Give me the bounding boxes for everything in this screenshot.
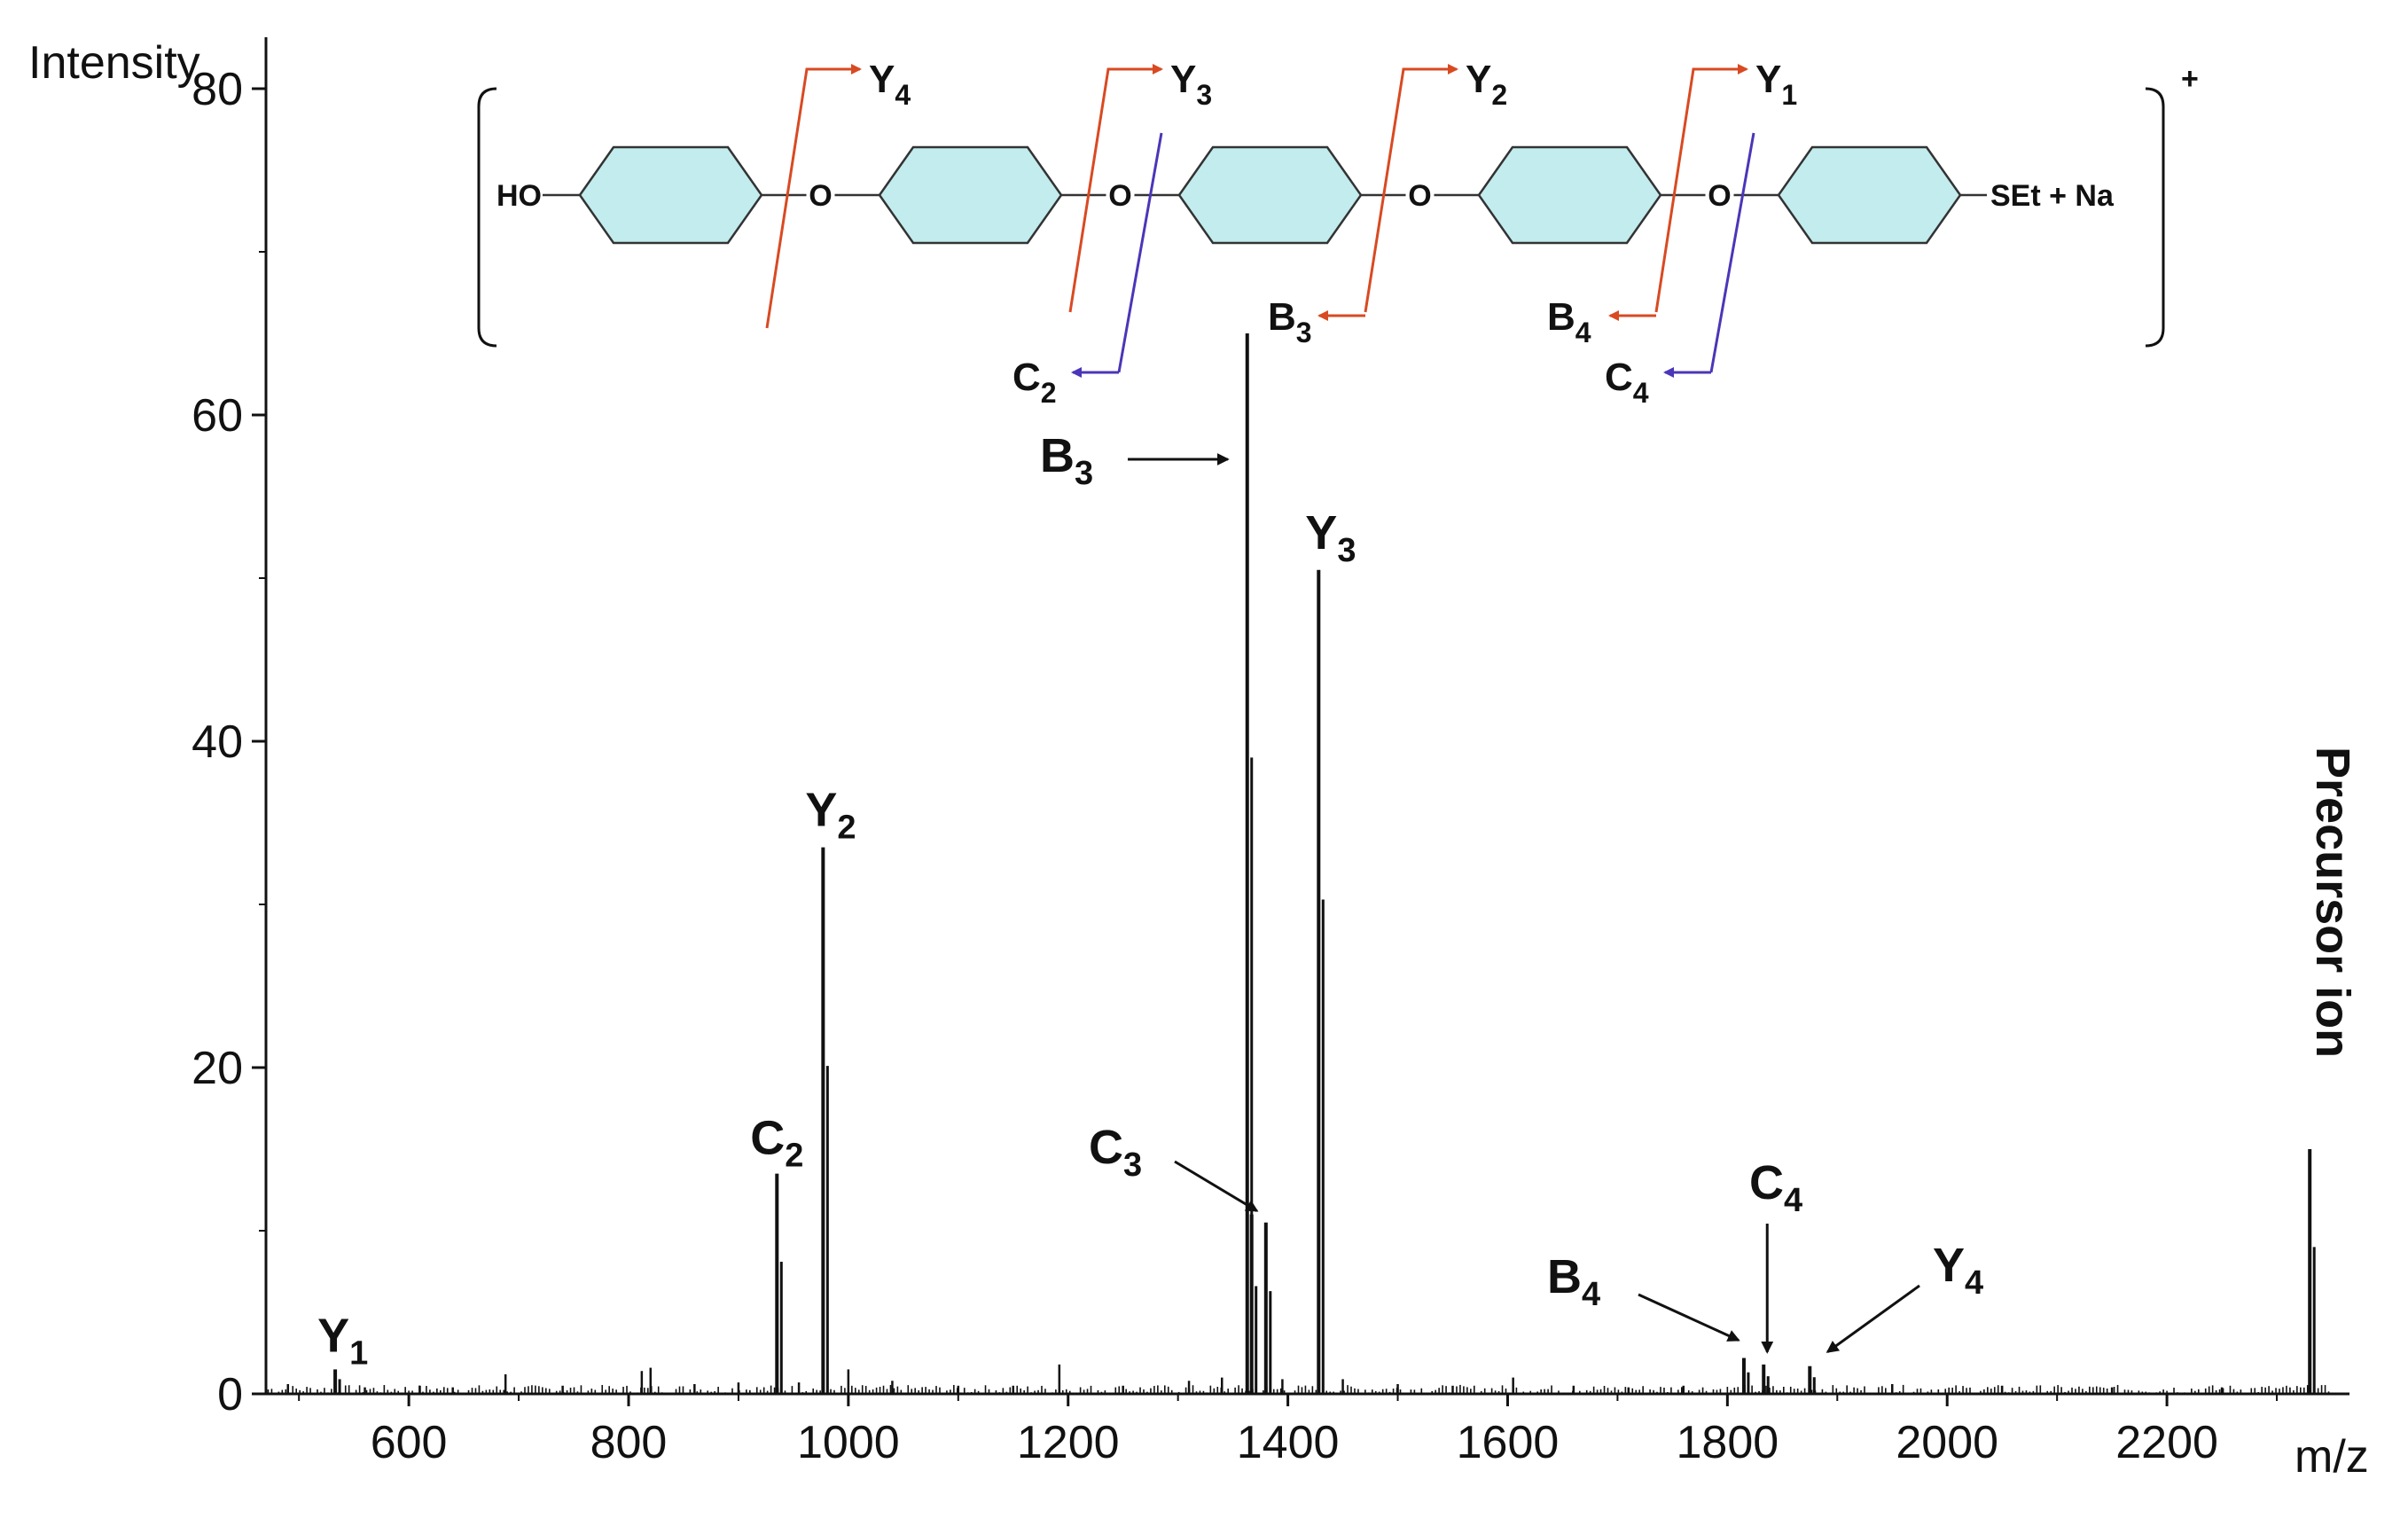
sugar-ring — [1177, 145, 1363, 245]
label-arrow — [1638, 1293, 1740, 1342]
y-tick-label: 60 — [192, 390, 243, 442]
y-cleavage-line — [1068, 64, 1163, 313]
peak-label-b4: B4 — [1547, 1250, 1600, 1313]
cleavage-label-b3: B3 — [1268, 295, 1312, 348]
glycosidic-oxygen: O — [1708, 179, 1731, 213]
peak-label-c4: C4 — [1749, 1156, 1802, 1219]
glycosidic-oxygen: O — [809, 179, 832, 213]
peak-label-y1: Y1 — [317, 1309, 368, 1372]
noise-peaks — [267, 1364, 2330, 1394]
y-cleavage-line — [765, 64, 862, 329]
cleavage-label-c2: C2 — [1012, 356, 1057, 409]
cleavage-label-b4: B4 — [1547, 295, 1591, 348]
x-tick-label: 1800 — [1677, 1417, 1779, 1468]
x-tick-label: 600 — [371, 1417, 448, 1468]
x-tick-label: 1600 — [1457, 1417, 1560, 1468]
sugar-ring — [878, 145, 1063, 245]
x-axis-title: m/z — [2295, 1431, 2369, 1483]
glycosidic-oxygen: O — [1108, 179, 1131, 213]
c-cleavage-line — [1117, 132, 1163, 373]
c-cleavage-line — [1709, 132, 1755, 373]
x-tick-label: 1200 — [1017, 1417, 1120, 1468]
cleavage-label-c4: C4 — [1605, 356, 1649, 409]
sugar-ring — [1777, 145, 1962, 245]
sugar-ring — [1477, 145, 1662, 245]
peak-label-c3: C3 — [1089, 1121, 1142, 1184]
y-cleavage-line — [1654, 64, 1748, 313]
sugar-ring — [578, 145, 763, 245]
left-bracket — [477, 87, 497, 348]
y-cleavage-line — [1364, 64, 1458, 313]
peak-label-y2: Y2 — [805, 784, 856, 847]
cleavage-label-y3: Y3 — [1170, 58, 1212, 111]
y-tick-label: 20 — [192, 1043, 243, 1094]
y-tick-label: 0 — [217, 1369, 243, 1420]
spectrum-peaks — [333, 333, 2316, 1394]
peak-label-y3: Y3 — [1305, 506, 1356, 569]
charge-label: + — [2181, 62, 2199, 96]
label-arrow — [1174, 1160, 1259, 1212]
right-bracket — [2145, 87, 2165, 348]
left-group-label: HO — [496, 179, 542, 213]
axes: 0 20 40 60 80 600 800 1000 1200 1400 1600 1800 2000 2… — [192, 37, 2349, 1468]
x-tick-label: 1000 — [797, 1417, 900, 1468]
x-tick-label: 2000 — [1896, 1417, 1998, 1468]
y-tick-label: 40 — [192, 716, 243, 768]
cleavage-label-y2: Y2 — [1466, 58, 1507, 111]
y-axis-title: Intensity — [28, 37, 200, 89]
label-arrow — [1826, 1284, 1920, 1353]
x-tick-label: 2200 — [2115, 1417, 2218, 1468]
peak-label-precursor: Precursor ion — [2306, 747, 2359, 1058]
peak-label-y4: Y4 — [1933, 1239, 1983, 1302]
x-tick-label: 1400 — [1237, 1417, 1340, 1468]
x-tick-label: 800 — [590, 1417, 668, 1468]
glycosidic-oxygen: O — [1408, 179, 1431, 213]
right-group-label: SEt + Na — [1990, 179, 2115, 213]
peak-label-c2: C2 — [750, 1112, 803, 1175]
cleavage-label-y1: Y1 — [1755, 58, 1797, 111]
y-tick-label: 80 — [192, 64, 243, 115]
cleavage-label-y4: Y4 — [869, 58, 911, 111]
peak-label-b3: B3 — [1040, 429, 1093, 492]
